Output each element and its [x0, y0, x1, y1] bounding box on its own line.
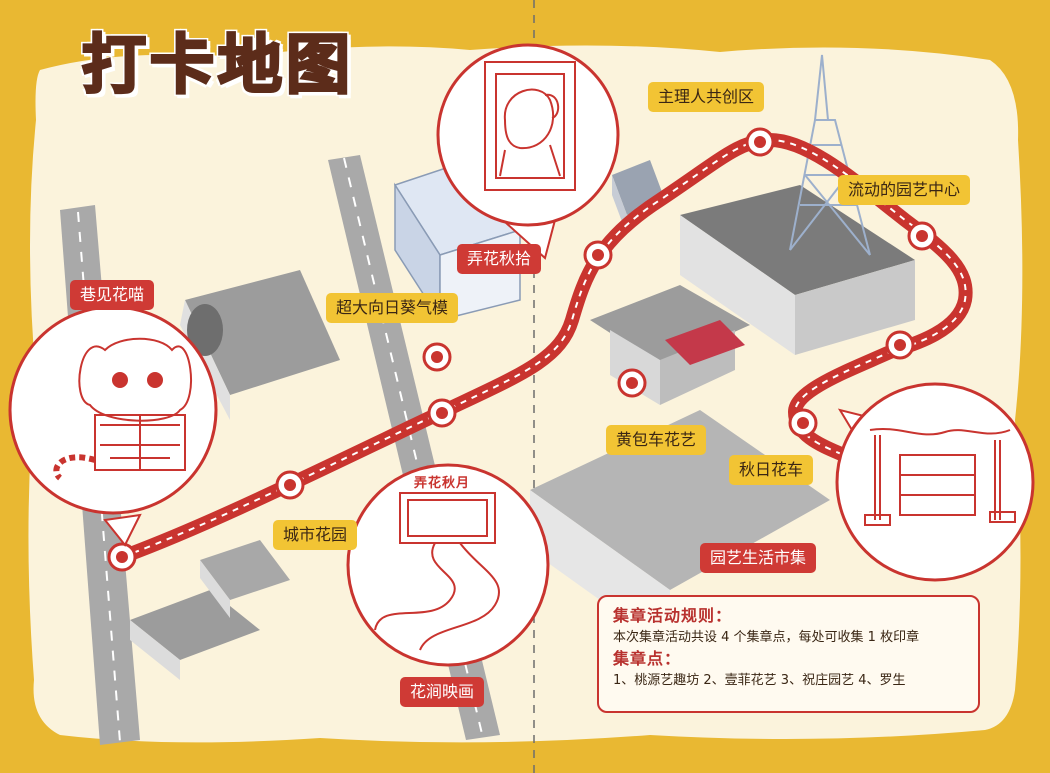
page-title: 打卡地图 — [81, 29, 354, 103]
label-nong-hua-qiu-shi[interactable]: 弄花秋拾 — [457, 244, 542, 274]
rules-heading: 集章活动规则： — [613, 606, 733, 625]
building-bottom-left — [130, 540, 290, 680]
stop-marker-city-garden[interactable] — [275, 470, 305, 500]
cat-icon — [53, 337, 192, 481]
callout-gate[interactable] — [835, 382, 1035, 582]
building-left-tunnel — [180, 270, 340, 420]
rules-text: 本次集章活动共设 4 个集章点，每处可收集 1 枚印章 — [613, 630, 920, 645]
stop-marker-sunflower[interactable] — [422, 342, 452, 372]
callout-cat[interactable] — [8, 305, 218, 547]
stop-marker-garden-center[interactable] — [907, 221, 937, 251]
stop-marker-middle[interactable] — [427, 398, 457, 428]
label-xiang-jian-hua-miao[interactable]: 巷见花喵 — [70, 280, 155, 310]
stop-marker-start[interactable] — [107, 542, 137, 572]
painting-frame-icon — [484, 61, 576, 191]
callout-screen[interactable] — [346, 463, 550, 667]
label-liu-dong-de-yuan-yi-zhong-xin[interactable]: 流动的园艺中心 — [838, 175, 971, 205]
label-huang-bao-che-hua-yi[interactable]: 黄包车花艺 — [606, 425, 707, 455]
label-qiu-ri-hua-che[interactable]: 秋日花车 — [729, 455, 814, 485]
screen-icon — [374, 492, 501, 651]
stop-marker-host-area[interactable] — [745, 127, 775, 157]
label-cheng-shi-hua-yuan[interactable]: 城市花园 — [273, 520, 358, 550]
label-chao-da-xiang-ri-kui[interactable]: 超大向日葵气模 — [326, 293, 459, 323]
gate-icon — [864, 428, 1016, 526]
label-yuan-yi-sheng-huo-shi-ji[interactable]: 园艺生活市集 — [700, 543, 817, 573]
stamp-points-list: 1、桃源艺趣坊 2、壹菲花艺 3、祝庄园艺 4、罗生 — [613, 673, 906, 688]
stop-marker-east[interactable] — [885, 330, 915, 360]
stamp-rules-box: 集章活动规则： 本次集章活动共设 4 个集章点，每处可收集 1 枚印章 集章点：… — [597, 595, 980, 713]
callout-painting[interactable] — [436, 43, 620, 260]
screen-caption: 弄花秋月 — [414, 476, 471, 491]
stamp-points-heading: 集章点： — [613, 649, 682, 668]
building-pagoda — [590, 285, 750, 405]
label-zhu-li-ren-gong-chuang-qu[interactable]: 主理人共创区 — [648, 82, 765, 112]
stop-marker-rickshaw[interactable] — [617, 368, 647, 398]
stop-marker-autumn-pick[interactable] — [583, 240, 613, 270]
label-hua-jian-ying-hua[interactable]: 花涧映画 — [400, 677, 485, 707]
stop-marker-flower-cart[interactable] — [788, 408, 818, 438]
